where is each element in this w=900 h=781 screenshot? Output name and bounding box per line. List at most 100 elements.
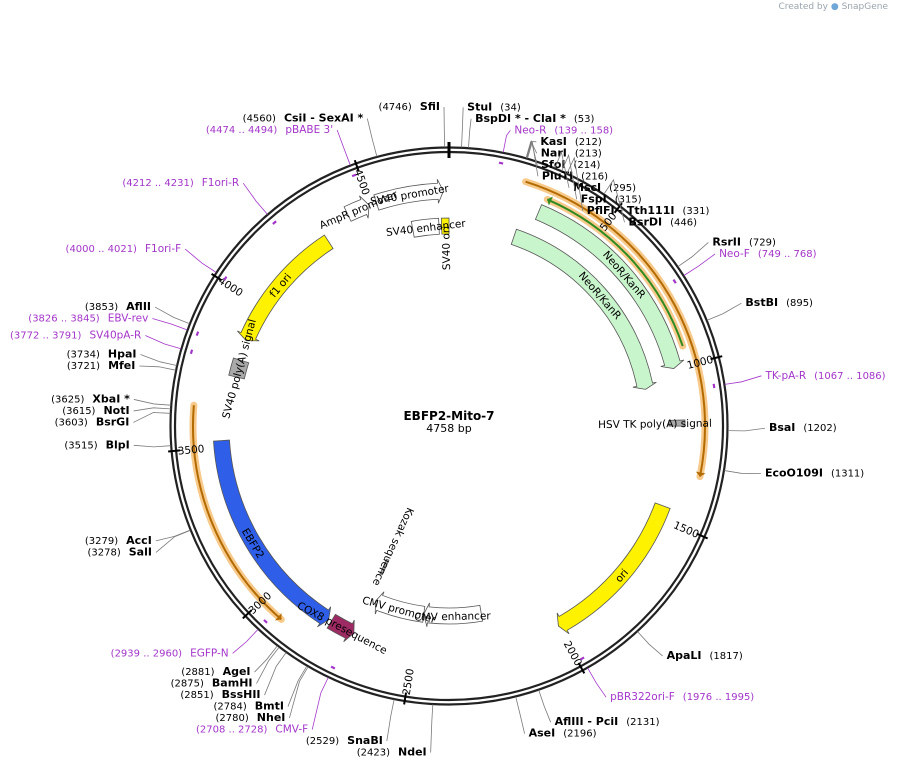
- site-leader: [366, 118, 378, 157]
- site-leader: [727, 427, 766, 432]
- feature-label: Kozak sequence: [370, 505, 416, 587]
- tick-label: 1500: [671, 519, 700, 541]
- restriction-site-label: RsrII(729): [712, 235, 776, 248]
- site-name: SalI: [129, 545, 152, 558]
- restriction-site-label: BsrDI(446): [629, 215, 698, 228]
- restriction-site-label: (2780)NheI: [216, 711, 286, 724]
- restriction-site-label: (4746) SfiI: [379, 100, 440, 113]
- primer-mark: [195, 331, 200, 336]
- site-position: (315): [615, 194, 642, 205]
- restriction-site-label: (3279)AccI: [85, 534, 152, 547]
- site-leader: [133, 407, 171, 412]
- site-position: (2875): [171, 679, 204, 690]
- site-position: (212): [575, 137, 602, 148]
- primer-name: pBR322ori-F: [610, 691, 675, 703]
- primer-name: EBV-rev: [108, 313, 149, 325]
- orf-arrowhead: [547, 196, 553, 206]
- site-position: (3279): [85, 536, 118, 547]
- site-leader: [554, 150, 570, 188]
- site-leader: [430, 704, 434, 753]
- restriction-site-label: (2529)SnaBI: [306, 734, 383, 747]
- primer-mark: [263, 619, 268, 624]
- orf-line: [525, 180, 706, 477]
- site-position: (214): [573, 160, 600, 171]
- primer-label: TK-pA-R(1067 .. 1086): [764, 370, 885, 382]
- feature-sv40-poly-a-signal: [228, 357, 250, 380]
- site-name: CsiI - SexAI *: [284, 112, 364, 125]
- credit-prefix: Created by: [778, 2, 828, 12]
- primer-name: F1ori-R: [202, 177, 239, 189]
- primer-name: Neo-R: [514, 124, 546, 136]
- restriction-site-label: (2875) BamHI: [171, 677, 253, 690]
- site-name: BstBI: [745, 296, 778, 309]
- site-leader: [288, 666, 309, 719]
- site-name: ApaLI: [667, 649, 702, 662]
- site-leader: [155, 529, 191, 542]
- site-position: (1817): [709, 651, 742, 662]
- site-name: XbaI *: [92, 392, 130, 405]
- site-position: (2784): [213, 702, 246, 713]
- tick-mark: [168, 449, 181, 453]
- feature-label: SV40 ori: [440, 226, 453, 270]
- site-name: EcoO109I: [765, 466, 823, 479]
- primer-leader: [724, 375, 762, 385]
- primer-leader: [683, 253, 716, 276]
- primer-range: (749 .. 768): [758, 249, 817, 260]
- site-position: (331): [682, 206, 709, 217]
- plasmid-name: EBFP2-Mito-7: [403, 409, 494, 423]
- site-position: (2780): [216, 713, 249, 724]
- site-name: BsrGI: [96, 415, 129, 428]
- primer-range: (4000 .. 4021): [66, 244, 138, 255]
- primer-name: F1ori-F: [145, 243, 181, 255]
- snapgene-logo-icon: ●: [830, 2, 839, 12]
- site-position: (3734): [67, 349, 100, 360]
- tick-label: 3500: [177, 443, 205, 457]
- site-position: (3721): [67, 361, 100, 372]
- primer-label: pBR322ori-F(1976 .. 1995): [610, 691, 754, 703]
- primer-name: CMV-F: [275, 724, 308, 736]
- site-position: (4746): [379, 102, 412, 113]
- site-leader: [461, 107, 464, 148]
- site-position: (3615): [62, 406, 95, 417]
- tick-mark: [211, 273, 223, 282]
- tick-mark: [242, 609, 253, 620]
- tick-mark: [613, 202, 623, 214]
- site-position: (1311): [831, 468, 864, 479]
- primer-leader: [145, 335, 182, 350]
- feature-label: AmpR promoter: [318, 188, 400, 232]
- site-name: SfiI: [420, 100, 440, 113]
- site-name: AflIII - PciI: [555, 715, 619, 728]
- site-position: (4560): [243, 114, 276, 125]
- primer-mark: [189, 349, 194, 355]
- primer-label: (2939 .. 2960)EGFP-N: [111, 647, 229, 659]
- feature-layer: [213, 179, 686, 642]
- restriction-site-label: (3721)MfeI: [67, 359, 136, 372]
- credit-brand: SnapGene: [841, 2, 888, 12]
- primer-leader: [242, 182, 268, 215]
- site-name: AflII: [126, 300, 151, 313]
- site-name: BsaI: [769, 421, 795, 434]
- site-name: StuI: [467, 100, 492, 113]
- restriction-site-label: EcoO109I (1311): [765, 466, 864, 479]
- primer-leader: [587, 667, 607, 698]
- site-name: HpaI: [108, 347, 137, 360]
- restriction-site-label: (2423)NdeI: [357, 746, 427, 759]
- restriction-site-label: (3734) HpaI: [67, 347, 137, 360]
- primer-label: Neo-F(749 .. 768): [719, 248, 817, 260]
- orf-arrowhead: [274, 612, 282, 621]
- primer-name: EGFP-N: [190, 647, 229, 659]
- primer-name: TK-pA-R: [764, 370, 806, 382]
- site-position: (3603): [55, 417, 88, 428]
- primer-label: (4474 .. 4494)pBABE 3': [206, 124, 333, 136]
- site-position: (3853): [85, 302, 118, 313]
- primer-label: (2708 .. 2728)CMV-F: [196, 724, 308, 736]
- site-position: (1202): [803, 423, 836, 434]
- site-position: (2196): [563, 729, 596, 740]
- site-name: RsrII: [712, 235, 741, 248]
- site-position: (895): [786, 298, 813, 309]
- restriction-site-label: PflFI - Tth111I(331): [587, 204, 710, 217]
- feature-label: CMV enhancer: [414, 610, 491, 623]
- site-position: (2131): [626, 717, 659, 728]
- site-name: BamHI: [212, 677, 253, 690]
- site-position: (3515): [64, 440, 97, 451]
